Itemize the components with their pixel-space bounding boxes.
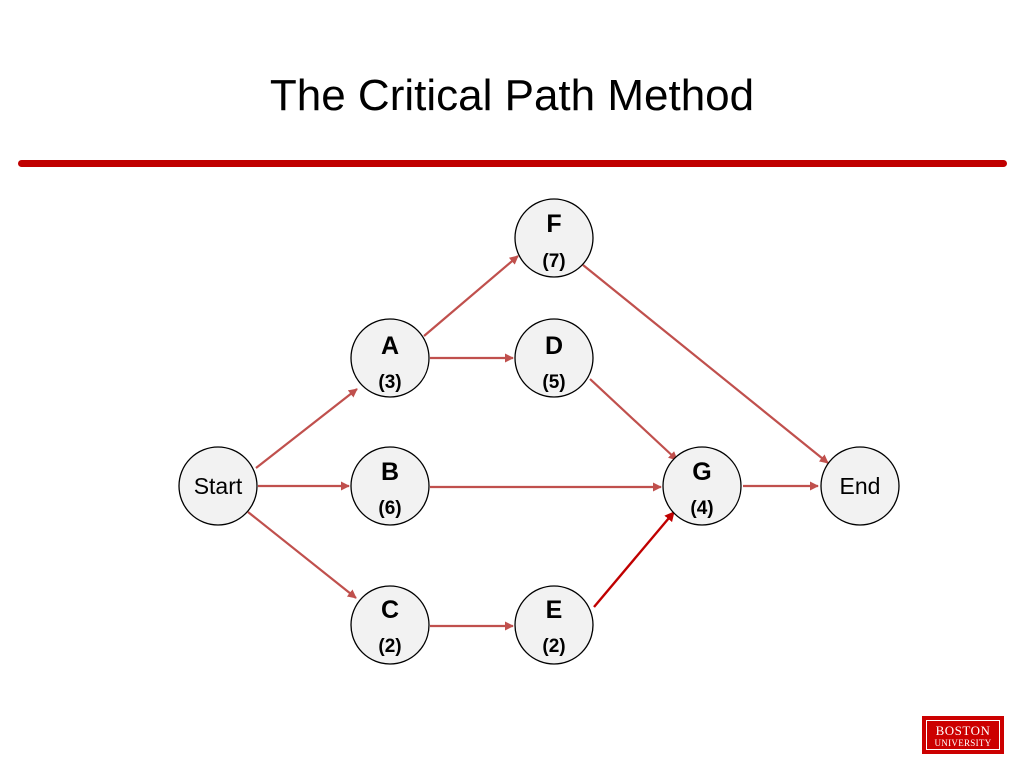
node-start-label: Start [194, 473, 243, 499]
logo-line-1: BOSTON [935, 723, 991, 738]
node-b-duration: (6) [378, 498, 401, 519]
node-c-name: C [381, 596, 399, 624]
node-g-duration: (4) [690, 498, 713, 519]
node-a: A (3) [350, 318, 430, 398]
node-f-duration: (7) [542, 251, 565, 272]
node-d: D (5) [514, 318, 594, 398]
node-c: C (2) [350, 585, 430, 665]
node-c-duration: (2) [378, 636, 401, 657]
edge-f-end [582, 264, 829, 464]
node-a-duration: (3) [378, 372, 401, 393]
node-d-name: D [545, 332, 563, 360]
slide-title: The Critical Path Method [269, 71, 755, 120]
edges [247, 255, 829, 631]
edge-e-g [593, 511, 675, 608]
node-g-name: G [692, 458, 711, 486]
title-divider [18, 160, 1007, 167]
node-b-name: B [381, 458, 399, 486]
edge-start-a [255, 388, 358, 469]
node-start: Start [178, 446, 258, 526]
node-f: F (7) [514, 198, 594, 278]
node-g: G (4) [662, 446, 742, 526]
node-end: End [820, 446, 900, 526]
logo-line-2: UNIVERSITY [934, 738, 992, 748]
logo-frame: BOSTON UNIVERSITY [926, 720, 1000, 750]
node-a-name: A [381, 332, 399, 360]
edge-d-g [589, 378, 678, 461]
boston-university-logo: BOSTON UNIVERSITY [922, 716, 1004, 754]
node-e-duration: (2) [542, 636, 565, 657]
node-end-label: End [840, 473, 881, 499]
node-f-name: F [546, 210, 561, 238]
edge-start-c [247, 511, 357, 599]
node-d-duration: (5) [542, 372, 565, 393]
edge-a-f [423, 255, 519, 337]
node-e-name: E [546, 596, 563, 624]
node-e: E (2) [514, 585, 594, 665]
node-b: B (6) [350, 446, 430, 526]
